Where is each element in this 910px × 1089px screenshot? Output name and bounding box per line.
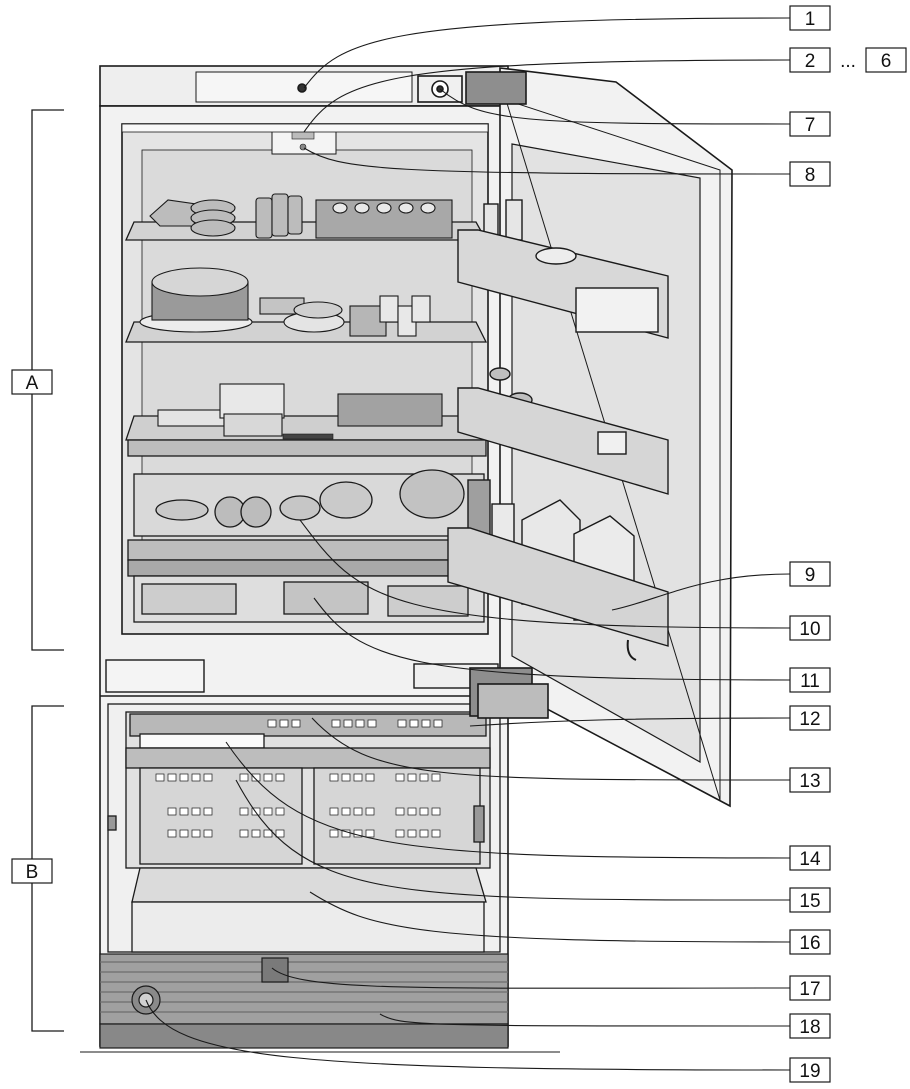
freezer-basket-holes: [155, 719, 443, 838]
leader-lines: [145, 17, 791, 1071]
section-b-box: [11, 858, 53, 884]
section-a-box: [11, 369, 53, 395]
chiller-drawer: [127, 559, 487, 623]
vegetable-drawer: [127, 469, 487, 561]
shelf-items-top: [149, 193, 453, 239]
callout-8: 8: [805, 165, 816, 186]
callout-17: 17: [799, 979, 820, 1000]
callout-9: 9: [805, 565, 816, 586]
callout-7: 7: [805, 115, 816, 136]
shelf-items-lower: [157, 383, 443, 437]
ventilation-grille: [80, 953, 560, 1053]
freezer-compartment: [107, 703, 501, 953]
callout-boxes: [789, 5, 907, 1083]
shelf-items-middle: [139, 267, 431, 337]
callout-range-separator: ...: [840, 51, 856, 72]
callout-11: 11: [800, 671, 820, 692]
callout-15: 15: [799, 891, 820, 912]
callout-6: 6: [881, 51, 892, 72]
callout-19: 19: [799, 1061, 820, 1082]
callout-16: 16: [799, 933, 820, 954]
callout-13: 13: [799, 771, 820, 792]
callout-1: 1: [805, 9, 816, 30]
callout-18: 18: [799, 1017, 820, 1038]
callout-14: 14: [799, 849, 821, 870]
door-bins: [447, 199, 669, 661]
callout-10: 10: [799, 619, 820, 640]
section-a-label: A: [26, 373, 39, 394]
section-b-label: B: [26, 862, 39, 883]
section-brackets: [31, 109, 64, 1032]
callout-12: 12: [799, 709, 820, 730]
callout-2: 2: [805, 51, 816, 72]
